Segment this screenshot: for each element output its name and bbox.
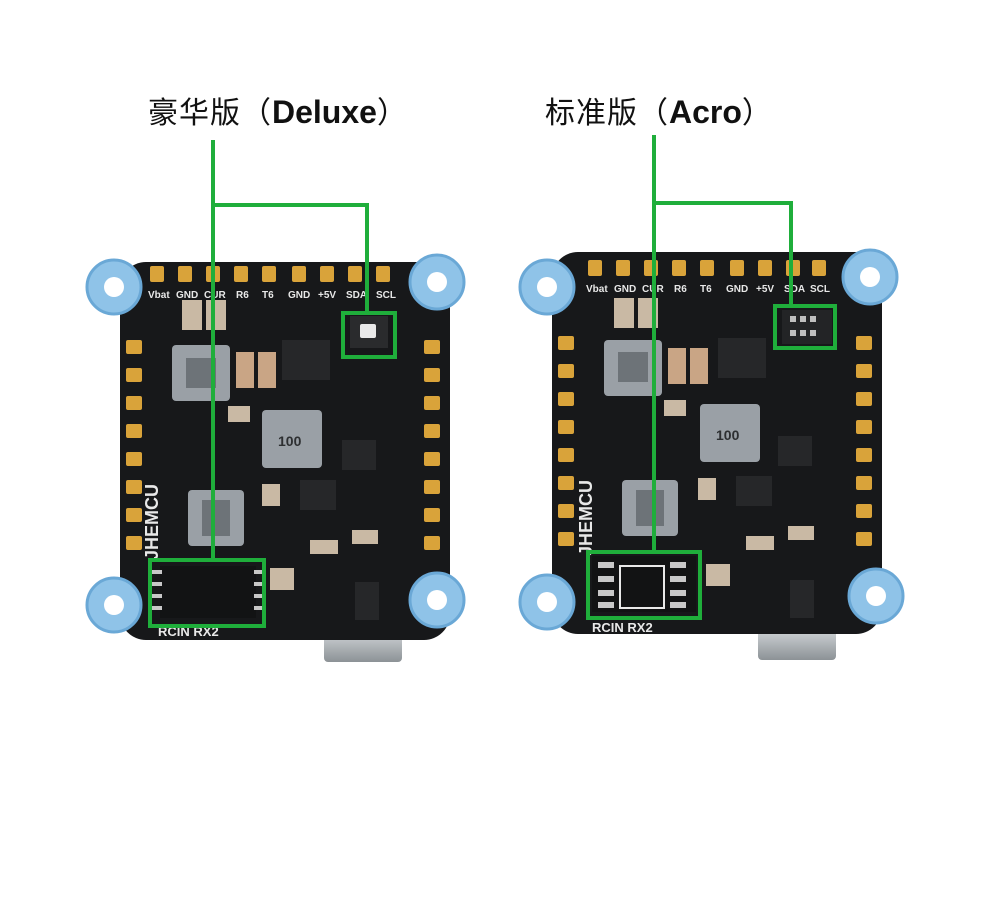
acro-baro-highlight [773, 304, 837, 350]
svg-text:GND: GND [726, 284, 748, 295]
top-pads [588, 260, 826, 276]
svg-text:GND: GND [288, 290, 310, 301]
mount-ring [518, 258, 576, 316]
deluxe-callout [148, 140, 397, 628]
acro-callout [586, 135, 837, 620]
right-pads [424, 340, 440, 550]
silkscreen-top: Vbat GND CUR R6 T6 GND +5V SDA SCL [148, 290, 396, 301]
deluxe-flash-highlight [148, 558, 266, 628]
silkscreen-bottom: RCIN RX2 [592, 620, 653, 635]
acro-board: Vbat GND CUR R6 T6 GND +5V SDA SCL RCIN … [518, 248, 905, 660]
svg-text:GND: GND [614, 284, 636, 295]
svg-text:SCL: SCL [810, 284, 830, 295]
left-pads [558, 336, 574, 546]
usb-connector [758, 630, 836, 660]
svg-text:CUR: CUR [204, 290, 226, 301]
silkscreen-top: Vbat GND CUR R6 T6 GND +5V SDA SCL [586, 284, 830, 295]
acro-label: 标准版（Acro） [545, 92, 773, 134]
brand-mark: JHEMCU [576, 480, 596, 556]
svg-text:GND: GND [176, 290, 198, 301]
acro-label-suffix: ） [741, 96, 773, 131]
svg-text:Vbat: Vbat [148, 290, 170, 301]
deluxe-label: 豪华版（Deluxe） [148, 92, 408, 134]
acro-label-prefix: 标准版（ [545, 96, 669, 131]
top-pads [150, 266, 390, 282]
deluxe-label-suffix: ） [376, 96, 408, 131]
components: 100 [592, 298, 832, 618]
left-pads [126, 340, 142, 550]
deluxe-baro-highlight [341, 311, 397, 359]
svg-text:100: 100 [278, 433, 302, 449]
deluxe-label-name: Deluxe [272, 94, 377, 130]
svg-text:SCL: SCL [376, 290, 396, 301]
right-pads [856, 336, 872, 546]
svg-text:100: 100 [716, 427, 740, 443]
mount-ring [518, 573, 576, 631]
components: 100 [152, 300, 388, 620]
svg-text:R6: R6 [236, 290, 249, 301]
mount-ring [408, 571, 466, 629]
svg-text:T6: T6 [262, 290, 274, 301]
svg-text:T6: T6 [700, 284, 712, 295]
mount-ring [847, 567, 905, 625]
deluxe-label-prefix: 豪华版（ [148, 96, 272, 131]
mount-ring [408, 253, 466, 311]
acro-flash-highlight [586, 550, 702, 620]
svg-text:SDA: SDA [784, 284, 805, 295]
svg-text:SDA: SDA [346, 290, 367, 301]
acro-label-name: Acro [669, 94, 742, 130]
mount-ring [85, 258, 143, 316]
svg-text:Vbat: Vbat [586, 284, 608, 295]
brand-mark: JHEMCU [142, 484, 162, 560]
mount-ring [85, 576, 143, 634]
svg-text:+5V: +5V [756, 284, 774, 295]
svg-text:R6: R6 [674, 284, 687, 295]
mount-ring [841, 248, 899, 306]
svg-text:+5V: +5V [318, 290, 336, 301]
deluxe-board: Vbat GND CUR R6 T6 GND +5V SDA SCL RCIN … [85, 253, 466, 662]
